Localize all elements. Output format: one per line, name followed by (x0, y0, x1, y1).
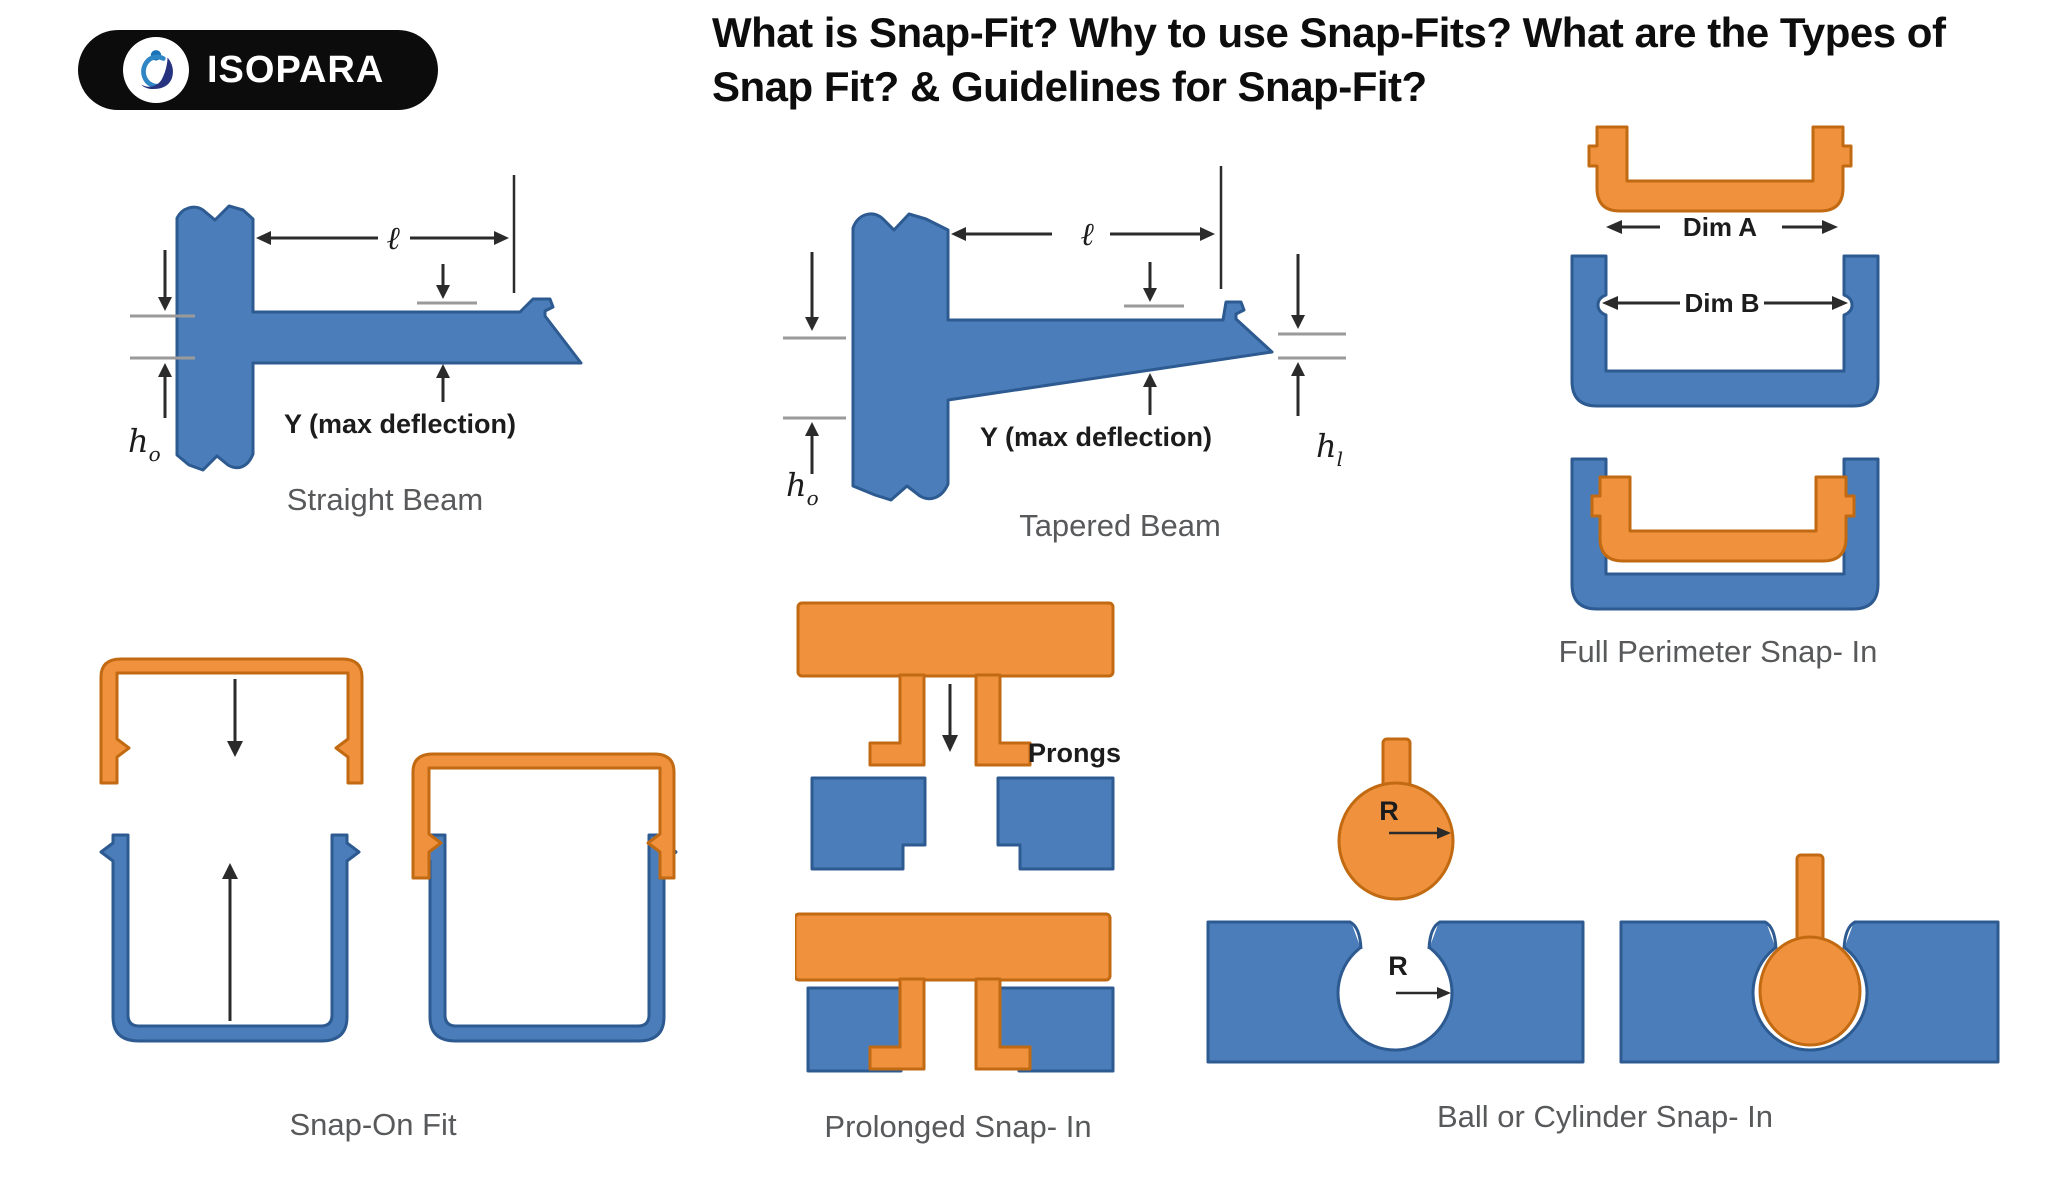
h-tip-label: hl (1316, 427, 1343, 471)
right-block-shape (996, 776, 1115, 871)
cavity-radius-label: R (1388, 951, 1408, 981)
prong-plate-shape (796, 601, 1115, 678)
assembled-right-prong (974, 977, 1032, 1071)
snap-on-fit-diagram: Snap-On Fit (99, 657, 678, 1142)
assembled-cup-shape (416, 833, 678, 1043)
deflection-label: Y (max deflection) (284, 409, 516, 439)
assembled-plate (795, 912, 1112, 982)
isopara-figure-icon (141, 50, 173, 89)
page-title-line2: Snap Fit? & Guidelines for Snap-Fit? (712, 63, 1427, 110)
prolonged-snap-in-diagram: Prongs Prolonged Snap- In (795, 601, 1121, 1144)
prongs-label: Prongs (1028, 738, 1121, 768)
logo-wordmark: ISOPARA (207, 48, 385, 91)
length-symbol: ℓ (386, 219, 400, 257)
tapered-beam-caption: Tapered Beam (1019, 508, 1221, 543)
radius-label: R (1379, 796, 1399, 826)
page-title-line1: What is Snap-Fit? Why to use Snap-Fits? … (712, 9, 1946, 56)
snap-on-caption: Snap-On Fit (289, 1107, 457, 1142)
tapered-beam-shape (851, 212, 1274, 502)
tapered-beam-diagram: ℓ Y (max deflection) ho hl Tapered Beam (783, 166, 1346, 543)
right-prong-shape (974, 673, 1032, 767)
left-prong-shape (868, 673, 926, 767)
snap-on-cup-shape (99, 833, 361, 1043)
straight-beam-diagram: ℓ Y (max deflection) ho Straight Beam (128, 175, 583, 517)
ball-cylinder-snap-in-diagram: R R Ball or Cylinder Snap- In (1206, 737, 2000, 1134)
assembled-ball (1758, 935, 1862, 1047)
h-base-label: ho (786, 466, 819, 510)
male-channel-shape (1587, 125, 1853, 213)
page-title: What is Snap-Fit? Why to use Snap-Fits? … (712, 6, 2012, 114)
isopara-logo: ISOPARA (78, 30, 438, 110)
full-perimeter-caption: Full Perimeter Snap- In (1559, 634, 1878, 669)
left-block-shape (810, 776, 927, 871)
full-perimeter-snap-in-diagram: Dim A Dim B Full Perimeter Snap- In (1559, 125, 1880, 669)
deflection-label: Y (max deflection) (980, 422, 1212, 452)
assembled-left-prong (868, 977, 926, 1071)
female-channel-shape (1570, 254, 1880, 408)
straight-beam-shape (175, 204, 583, 472)
snap-on-cap-shape (99, 657, 364, 785)
ball-shape (1337, 781, 1455, 901)
assembled-cap-shape (411, 752, 676, 880)
prolonged-caption: Prolonged Snap- In (824, 1109, 1091, 1144)
logo-circle (123, 37, 189, 103)
straight-beam-caption: Straight Beam (287, 482, 483, 517)
dim-b-label: Dim B (1684, 288, 1759, 318)
h-base-label: ho (128, 422, 161, 466)
assembled-male-channel (1590, 475, 1856, 563)
length-symbol: ℓ (1080, 215, 1094, 253)
ball-cylinder-caption: Ball or Cylinder Snap- In (1437, 1099, 1773, 1134)
dim-a-label: Dim A (1683, 212, 1757, 242)
